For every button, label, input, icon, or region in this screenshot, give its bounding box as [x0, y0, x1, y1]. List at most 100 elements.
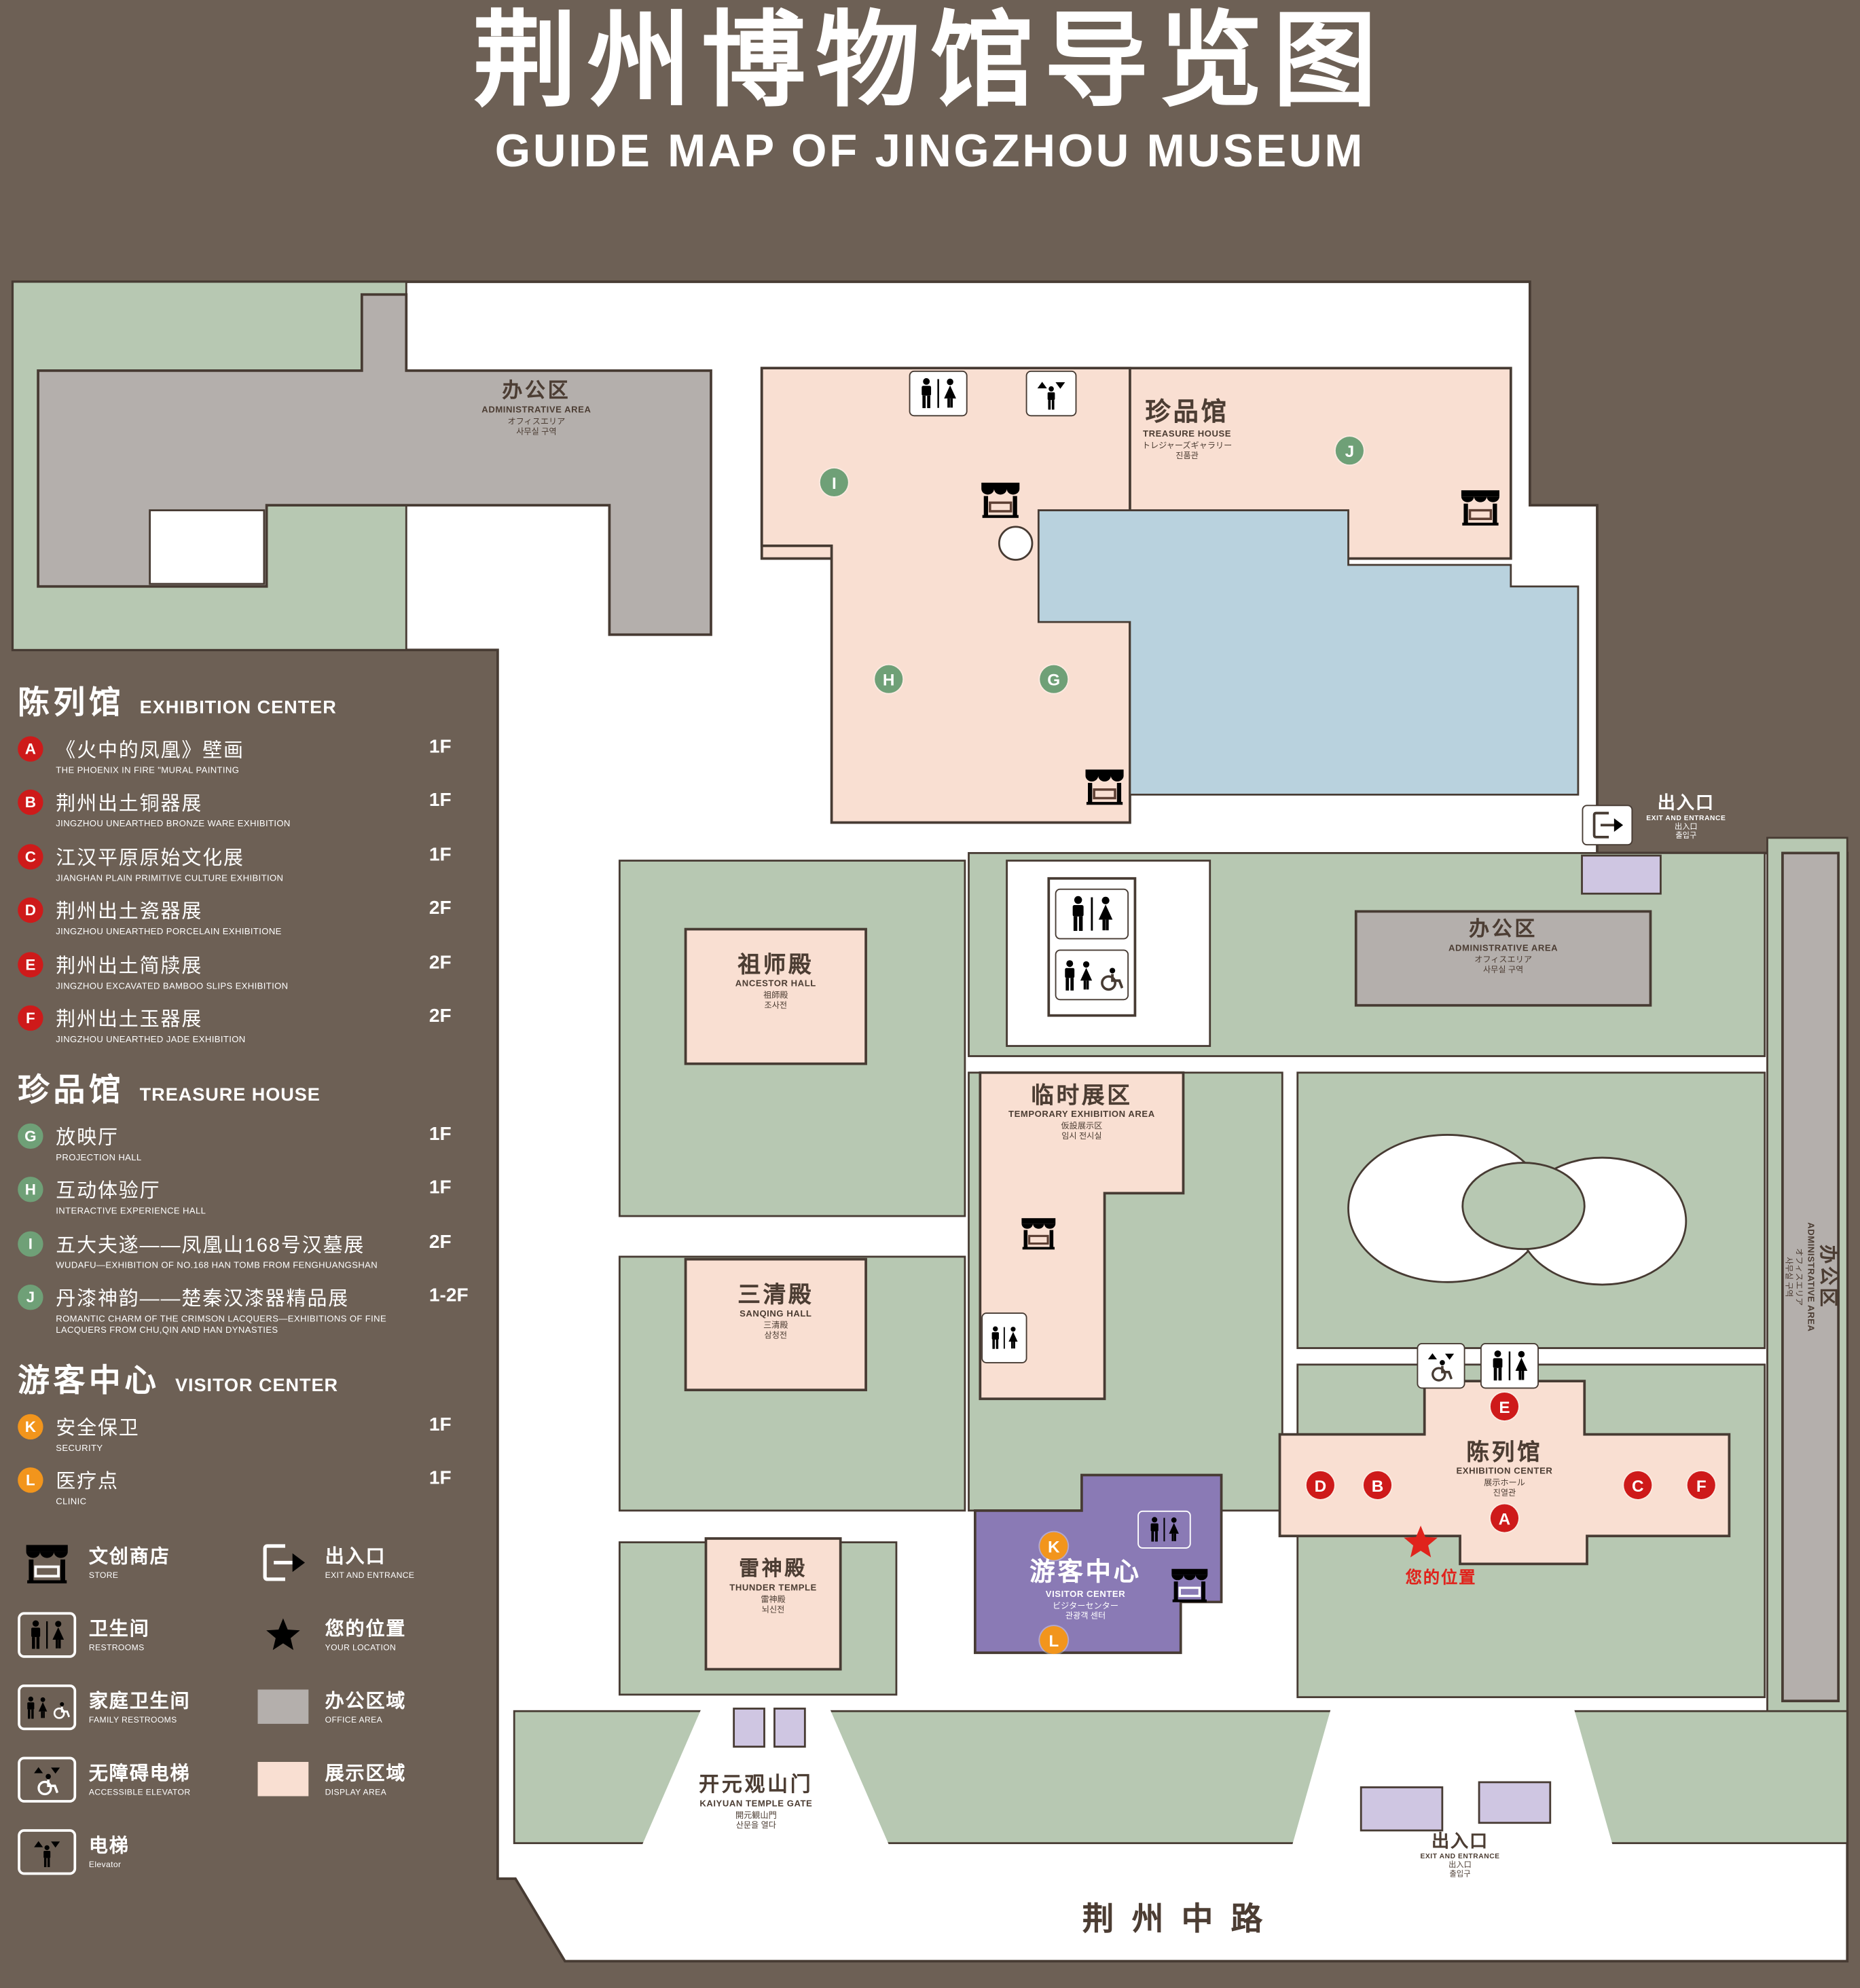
map-marker-g: G [1040, 665, 1068, 693]
marker-badge-h: H [18, 1177, 43, 1202]
legend-item-b-en: JINGZHOU UNEARTHED BRONZE WARE EXHIBITIO… [56, 820, 291, 830]
treasure-house-label: 珍品馆 TREASURE HOUSE トレジャーズギャラリー 진품관 [1079, 399, 1295, 461]
ancestor-hall-name-jp: 祖師殿 [763, 992, 788, 1001]
marker-badge-l: L [18, 1467, 43, 1494]
visitor-center-name-jp: ビジターセンター [1053, 1602, 1119, 1611]
legend-item-e-names: 荆州出土简牍展 JINGZHOU EXCAVATED BAMBOO SLIPS … [56, 951, 429, 993]
legend-item-c: C 江汉平原原始文化展 JIANGHAN PLAIN PRIMITIVE CUL… [18, 843, 485, 885]
legend-item-e-zh: 荆州出土简牍展 [56, 955, 203, 978]
thunder-temple-name-en: THUNDER TEMPLE [729, 1584, 817, 1594]
marker-badge-k: K [18, 1414, 43, 1439]
admin-strip-name-zh: 办公区 [1816, 1245, 1838, 1310]
accessible-elevator-icon [18, 1756, 77, 1803]
map-marker-c: C [1624, 1471, 1652, 1499]
store-icon [978, 477, 1023, 521]
legend-item-k: K 安全保卫 SECURITY 1F [18, 1413, 485, 1456]
display-area-swatch [254, 1756, 312, 1802]
legend-item-k-en: SECURITY [56, 1444, 103, 1454]
your-location-text: 您的位置 [1405, 1567, 1477, 1587]
office-area-swatch [254, 1684, 312, 1729]
admin-building-east [1354, 910, 1652, 1007]
legend-section-visitor-center: 游客中心 VISITOR CENTER [18, 1355, 485, 1401]
sanqing-hall-name-kr: 삼청전 [764, 1331, 788, 1341]
exhibition-center-label: 陈列馆 EXHIBITION CENTER 展示ホール 진열관 [1403, 1439, 1606, 1498]
symbol-elevator-names: 电梯 Elevator [89, 1831, 130, 1871]
sanqing-hall-name-en: SANQING HALL [740, 1310, 812, 1319]
exit-building-south-1 [1360, 1786, 1444, 1832]
legend-item-h-en: INTERACTIVE EXPERIENCE HALL [56, 1207, 206, 1217]
exhibition-center-name-kr: 진열관 [1493, 1489, 1516, 1498]
elevator-icon [1025, 370, 1077, 417]
legend-item-h-floor: 1F [428, 1177, 452, 1199]
legend-item-f-en: JINGZHOU UNEARTHED JADE EXHIBITION [56, 1035, 246, 1046]
visitor-center-name-zh: 游客中心 [1029, 1558, 1142, 1587]
admin-strip-name-en: ADMINISTRATIVE AREA [1805, 1222, 1815, 1332]
legend-head-zh: 游客中心 [18, 1363, 160, 1399]
symbol-restrooms-zh: 卫生间 [88, 1618, 150, 1640]
symbol-restrooms-names: 卫生间 RESTROOMS [89, 1615, 150, 1655]
exit-entrance-icon [254, 1539, 312, 1585]
temporary-exhibition-name-kr: 임시 전시실 [1061, 1132, 1102, 1142]
legend-item-d: D 荆州出土瓷器展 JINGZHOU UNEARTHED PORCELAIN E… [18, 897, 485, 940]
symbol-accessible-elevator-zh: 无障碍电梯 [88, 1763, 191, 1785]
treasure-house-name-en: TREASURE HOUSE [1143, 430, 1232, 439]
map-marker-b: B [1363, 1471, 1392, 1499]
your-location-star [254, 1612, 312, 1657]
gate-pillar-left [733, 1708, 765, 1748]
exit-northeast-jp: 出入口 [1674, 824, 1698, 832]
legend-item-l-names: 医疗点 CLINIC [56, 1467, 429, 1509]
temporary-exhibition-label: 临时展区 TEMPORARY EXHIBITION AREA 仮設展示区 임시 … [985, 1083, 1178, 1142]
symbol-family-restrooms-zh: 家庭卫生间 [88, 1690, 191, 1712]
marker-badge-b: B [18, 790, 43, 816]
legend-item-f: F 荆州出土玉器展 JINGZHOU UNEARTHED JADE EXHIBI… [18, 1004, 485, 1047]
treasure-house-name-zh: 珍品馆 [1145, 399, 1229, 427]
admin-east-name-zh: 办公区 [1469, 919, 1538, 941]
symbol-exit-entrance-en: EXIT AND ENTRANCE [325, 1571, 415, 1581]
symbol-store-en: STORE [88, 1571, 119, 1581]
legend-item-i-floor: 2F [428, 1230, 452, 1253]
legend-head-zh: 珍品馆 [18, 1072, 125, 1108]
exit-northeast-kr: 출입구 [1675, 832, 1697, 841]
ancestor-hall-name-zh: 祖师殿 [737, 952, 814, 978]
elevator-icon [18, 1828, 77, 1875]
legend-item-j-zh: 丹漆神韵——楚秦汉漆器精品展 [56, 1288, 350, 1310]
legend-item-a-zh: 《火中的凤凰》壁画 [56, 739, 244, 762]
admin-courtyard-notch [149, 509, 266, 585]
treasure-house-name-kr: 진품관 [1175, 451, 1199, 460]
legend-head-en: TREASURE HOUSE [139, 1084, 321, 1105]
symbol-display-area-zh: 展示区域 [325, 1763, 407, 1785]
legend-item-c-zh: 江汉平原原始文化展 [56, 847, 244, 870]
temporary-exhibition-building [979, 1071, 1185, 1401]
store-icon [1018, 1213, 1059, 1251]
legend-item-f-zh: 荆州出土玉器展 [56, 1009, 203, 1031]
exit-northeast-en: EXIT AND ENTRANCE [1646, 814, 1726, 822]
restrooms-icon [909, 370, 968, 417]
marker-badge-c: C [18, 844, 43, 870]
exit-building-northeast [1581, 854, 1662, 895]
exit-south-en: EXIT AND ENTRANCE [1420, 1852, 1500, 1860]
marker-badge-e: E [18, 951, 43, 978]
legend-item-f-names: 荆州出土玉器展 JINGZHOU UNEARTHED JADE EXHIBITI… [56, 1004, 429, 1047]
symbol-display-area-en: DISPLAY AREA [325, 1788, 387, 1797]
legend-item-g-floor: 1F [428, 1122, 452, 1145]
symbol-exit-entrance-names: 出入口 EXIT AND ENTRANCE [325, 1542, 415, 1582]
admin-east-name-en: ADMINISTRATIVE AREA [1448, 944, 1558, 953]
map-marker-d: D [1306, 1471, 1334, 1499]
admin-east-strip-label: 办公区 ADMINISTRATIVE AREA オフィスエリア 사무실 구역 [1783, 1074, 1838, 1480]
thunder-temple-name-kr: 뇌신전 [761, 1605, 785, 1615]
kaiyuan-gate-name-en: KAIYUAN TEMPLE GATE [699, 1799, 813, 1809]
legend-item-g-zh: 放映厅 [56, 1126, 119, 1149]
symbol-elevator: 电梯 Elevator [18, 1828, 249, 1875]
sanqing-hall [684, 1257, 867, 1392]
legend-item-e-floor: 2F [428, 951, 452, 974]
kaiyuan-gate-name-zh: 开元观山门 [699, 1774, 814, 1797]
admin-northwest-name-kr: 사무실 구역 [516, 427, 557, 437]
legend-item-h: H 互动体验厅 INTERACTIVE EXPERIENCE HALL 1F [18, 1175, 485, 1218]
exhibition-center-building [1278, 1380, 1731, 1566]
exhibition-center-name-en: EXHIBITION CENTER [1456, 1467, 1553, 1477]
store-icon [1168, 1564, 1211, 1604]
exit-south-label: 出入口 EXIT AND ENTRANCE 出入口 출입구 [1407, 1830, 1514, 1880]
temporary-exhibition-name-jp: 仮設展示区 [1061, 1122, 1103, 1132]
treasure-house-west-wing [760, 367, 1131, 824]
